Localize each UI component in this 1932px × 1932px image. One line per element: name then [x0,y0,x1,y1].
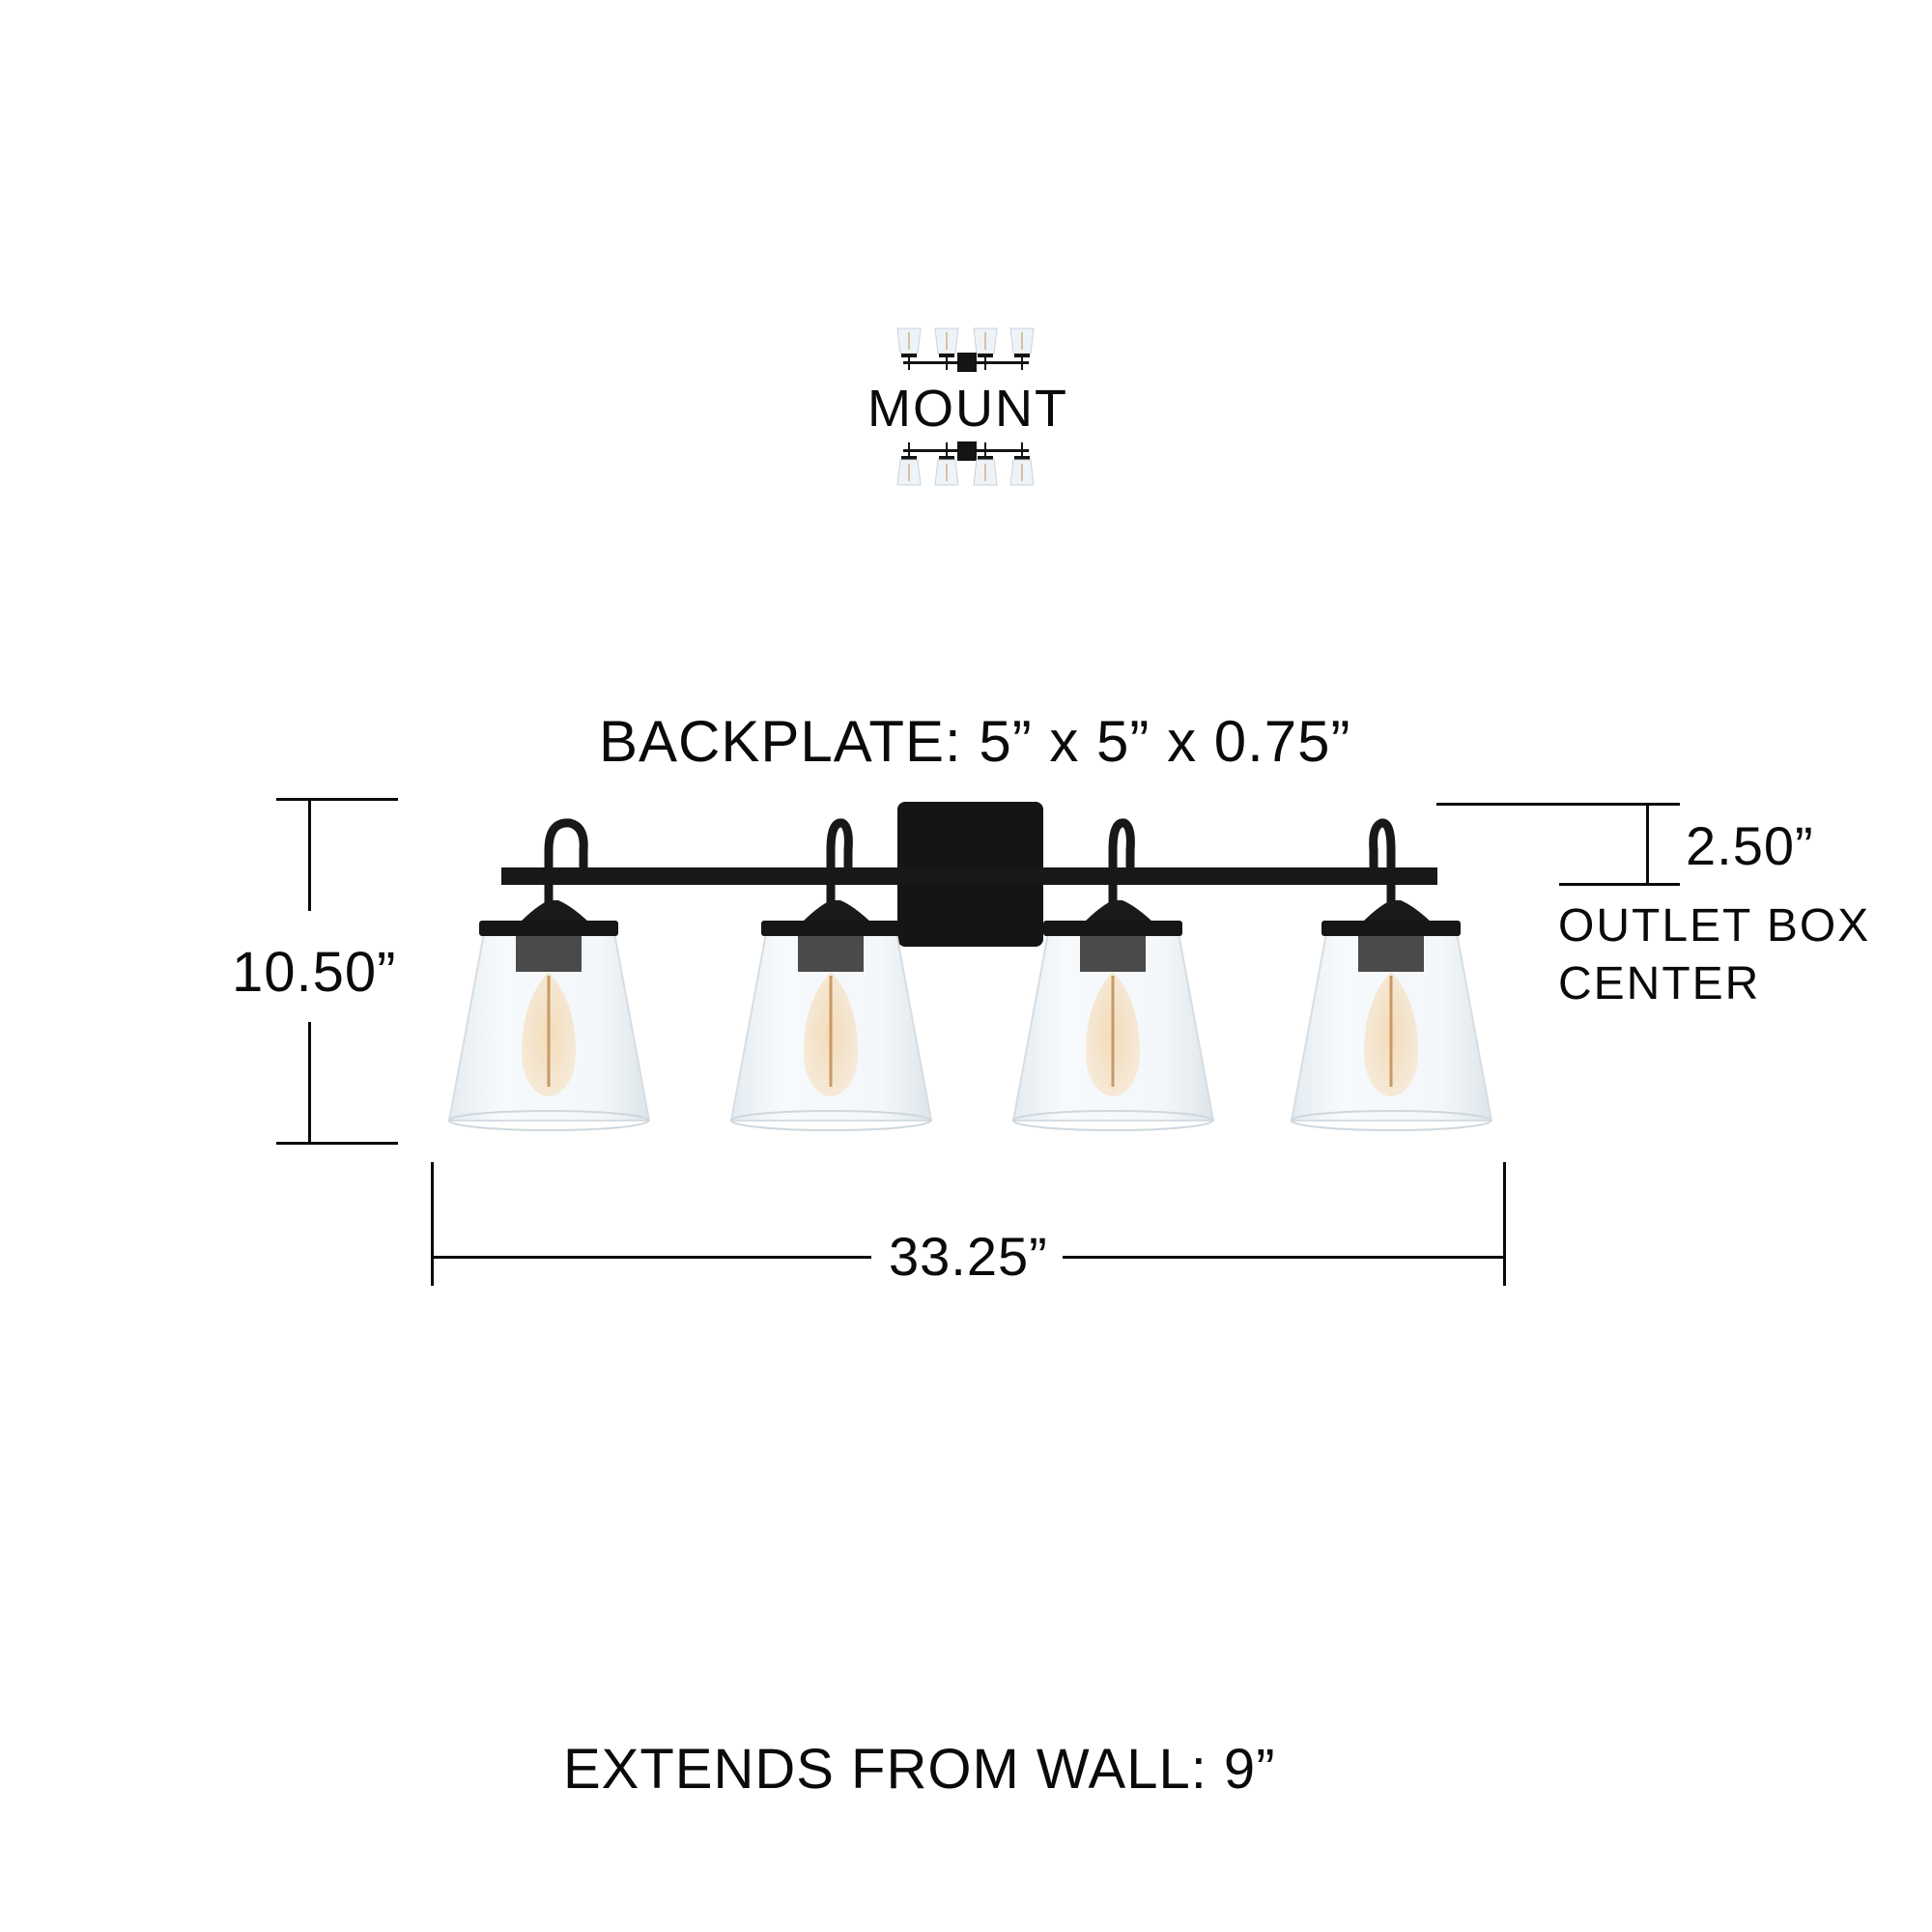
extends-from-wall-label: EXTENDS FROM WALL: 9” [563,1738,1276,1801]
fixture-shades-down-icon [896,441,1035,486]
light-1 [447,818,651,1131]
height-upper-line [308,799,311,911]
width-left-line [432,1256,871,1259]
outlet-box-label-line2: CENTER [1558,958,1761,1009]
light-3 [1011,818,1215,1131]
width-dimension-label: 33.25” [889,1226,1048,1287]
width-right-line [1063,1256,1505,1259]
width-left-tick [431,1162,434,1286]
height-bottom-tick [276,1142,398,1145]
outlet-top-line [1436,803,1680,806]
backplate-dimension-label: BACKPLATE: 5” x 5” x 0.75” [599,709,1351,774]
outlet-bottom-line [1559,883,1680,886]
outlet-box-label-line1: OUTLET BOX [1558,900,1871,952]
height-lower-line [308,1022,311,1144]
arm-bar [501,867,1437,885]
outlet-vertical-line [1646,804,1649,885]
light-2 [729,818,933,1131]
mount-label: MOUNT [867,380,1068,438]
height-top-tick [276,798,398,801]
outlet-offset-label: 2.50” [1686,815,1814,876]
light-4 [1290,818,1493,1131]
fixture-shades-up-icon [896,327,1035,372]
width-right-tick [1503,1162,1506,1286]
height-dimension-label: 10.50” [232,941,397,1004]
